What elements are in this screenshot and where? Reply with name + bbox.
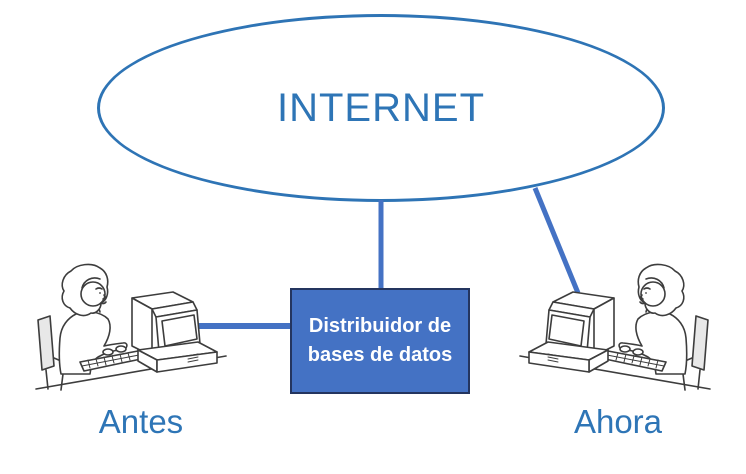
distributor-box: Distribuidor de bases de datos [290,288,470,394]
woman-at-computer-left-icon [30,262,230,402]
caption-ahora: Ahora [573,403,663,440]
internet-cloud: INTERNET [97,14,665,202]
caption-antes: Antes [98,403,184,440]
woman-at-computer-right-icon [516,262,716,402]
internet-label: INTERNET [277,85,485,130]
distributor-box-line1: Distribuidor de [308,315,452,337]
distributor-box-line2: bases de datos [307,344,453,366]
